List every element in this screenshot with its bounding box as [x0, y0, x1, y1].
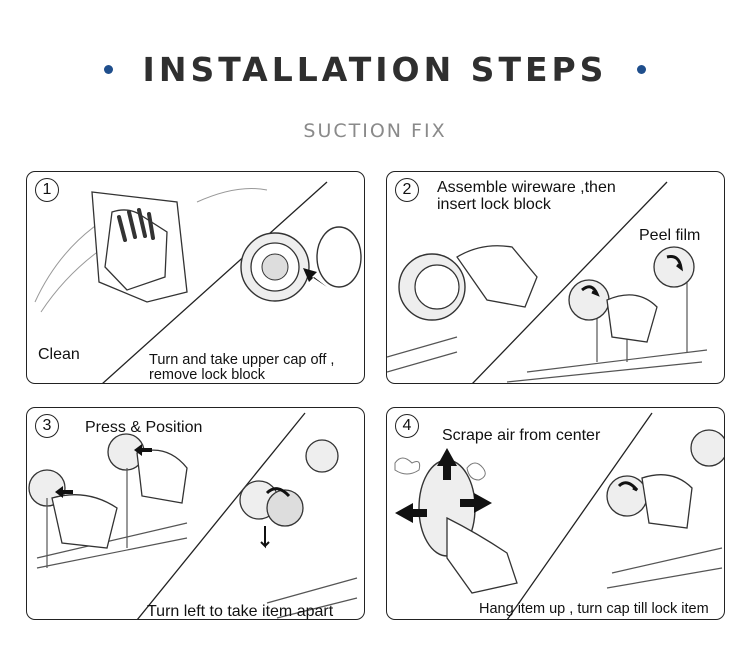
puff-icon-2 — [466, 462, 486, 481]
step-2-peel-label: Peel film — [639, 227, 701, 244]
arrow-left-icon — [395, 503, 427, 523]
step-number-1: 1 — [35, 178, 59, 202]
hand-shape — [446, 516, 518, 594]
bullet-dot-right — [637, 64, 647, 74]
divider-line — [472, 181, 668, 383]
step-panel-1: 1 Clean Turn and take upper cap off , re… — [26, 171, 365, 384]
step-4-scrape-label: Scrape air from center — [442, 427, 601, 444]
arrow-down-icon — [260, 526, 270, 549]
arrow-icon-2 — [666, 255, 683, 272]
arrow-icon — [55, 486, 73, 498]
heading-row: INSTALLATION STEPS — [0, 44, 750, 94]
step-number-3: 3 — [35, 414, 59, 438]
bullet-dot-left — [103, 64, 113, 74]
step-1-caption-line1: Turn and take upper cap off , — [149, 352, 335, 368]
wire-basket — [606, 547, 723, 589]
rotate-arrow-icon — [617, 481, 639, 492]
step-number-4: 4 — [395, 414, 419, 438]
divider-line — [136, 412, 306, 619]
page-subtitle: SUCTION FIX — [303, 120, 447, 142]
divider-line — [506, 412, 653, 619]
wire-basket — [506, 349, 708, 383]
arrow-right-icon — [460, 493, 492, 513]
step-2-caption-line2: insert lock block — [437, 196, 551, 213]
step-panel-4: 4 Scrape air from center Hang item up , … — [386, 407, 725, 620]
hand-shape — [456, 245, 538, 308]
page-title: INSTALLATION STEPS — [142, 49, 608, 89]
step-4-caption: Hang item up , turn cap till lock item — [479, 601, 709, 617]
suction-cup-3 — [653, 246, 695, 288]
step-2-illustration — [387, 181, 708, 383]
step-4-illustration — [394, 412, 724, 619]
upper-cap — [316, 226, 362, 288]
step-3-caption: Turn left to take item apart — [147, 603, 334, 620]
step-1-caption-line2: remove lock block — [149, 367, 266, 383]
step-1-illustration — [34, 181, 362, 383]
step-2-caption-line1: Assemble wireware ,then — [437, 179, 616, 196]
arrow-icon — [581, 285, 600, 297]
arrow-icon-2 — [134, 444, 152, 456]
step-panel-3: 3 Press & Position Turn left to take ite… — [26, 407, 365, 620]
step-number-2: 2 — [395, 178, 419, 202]
divider-line — [102, 181, 328, 383]
step-panel-2: 2 Assemble wireware ,then insert lock bl… — [386, 171, 725, 384]
arrow-up-icon — [437, 448, 457, 480]
arrow-icon — [303, 268, 327, 287]
step-3-illustration — [28, 412, 358, 619]
step-3-press-label: Press & Position — [85, 419, 203, 436]
wire-basket — [36, 522, 188, 569]
step-1-clean-label: Clean — [38, 346, 80, 363]
puff-icon — [394, 457, 421, 475]
